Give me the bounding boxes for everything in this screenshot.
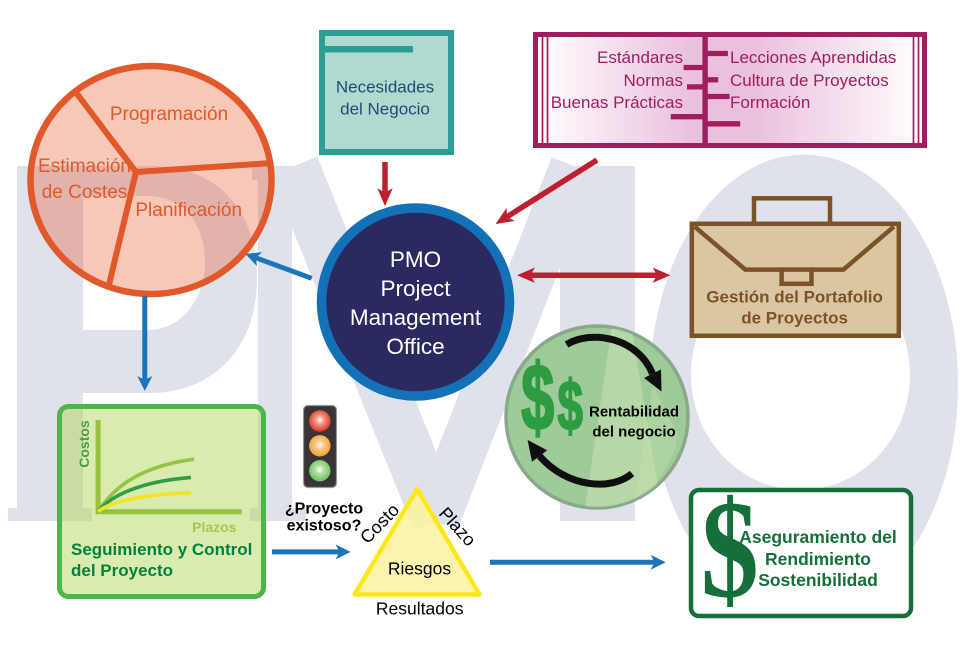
svg-text:$: $ bbox=[557, 366, 583, 445]
svg-text:$: $ bbox=[701, 471, 759, 627]
svg-text:$: $ bbox=[521, 344, 554, 449]
